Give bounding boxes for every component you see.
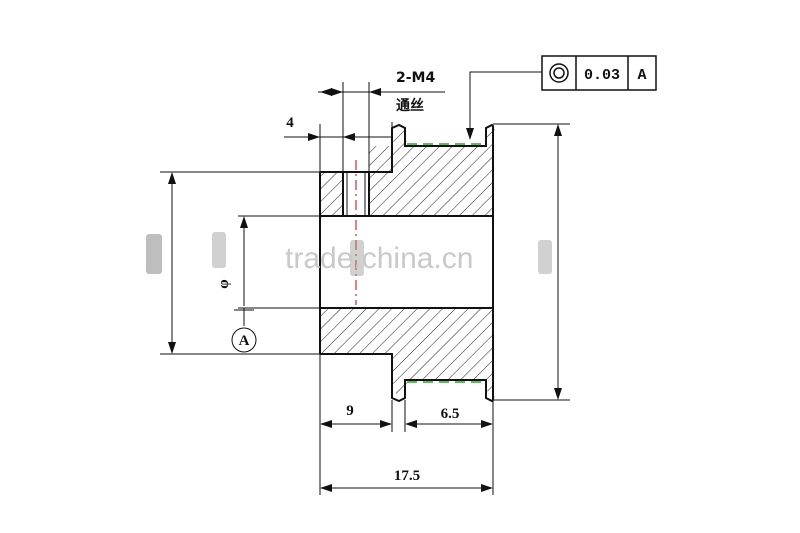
dim-tapped-hole-offset: 4	[286, 115, 294, 131]
tapped-hole-lines	[346, 172, 366, 216]
hatched-section-upper	[320, 126, 495, 216]
tolerance-frame: 0.03 A	[541, 55, 657, 91]
thread-description-label: 通丝	[396, 97, 424, 114]
hatched-section-lower	[320, 308, 495, 400]
circularity-icon	[549, 63, 569, 83]
watermark: trade.china.cn	[285, 242, 473, 275]
thread-spec-label: 2-M4	[396, 70, 435, 86]
dim-hub-length: 9	[346, 403, 354, 419]
dim-overall-length: 17.5	[394, 468, 420, 484]
blurred-diameter-labels	[146, 232, 552, 276]
pulley-outline	[319, 123, 494, 403]
tolerance-value: 0.03	[584, 67, 620, 84]
pitch-lines	[407, 143, 484, 383]
arrowheads	[168, 88, 562, 492]
tolerance-datum: A	[637, 67, 646, 84]
datum-bubble-label: A	[239, 333, 250, 349]
diameter-symbol: φ	[216, 279, 232, 288]
dim-tooth-width: 6.5	[441, 406, 460, 422]
